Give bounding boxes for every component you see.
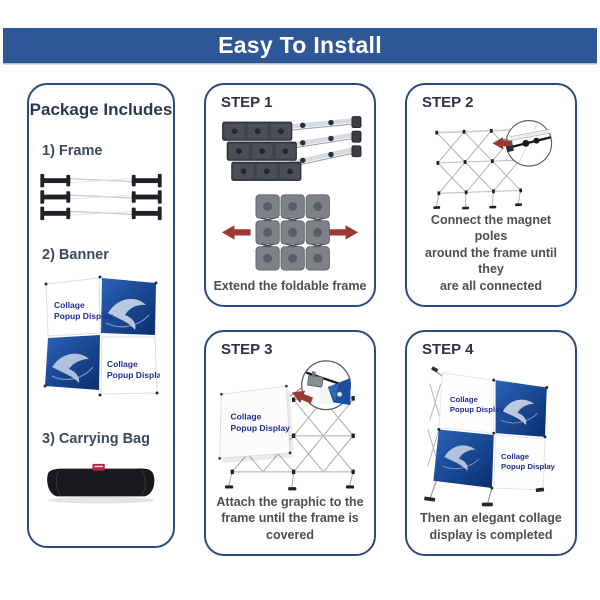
display-text-line2: Popup Display	[107, 370, 160, 380]
attach-graphic-frame-graphic: Collage Popup Display	[218, 360, 355, 491]
title-banner: Easy To Install	[3, 28, 597, 63]
package-includes-panel: Package Includes 1) Frame 2) Banner	[27, 83, 175, 548]
banner-collage-graphic: Collage Popup Display Collage Popup Disp…	[43, 275, 160, 397]
display-text-line2: Popup Display	[54, 311, 113, 321]
bag-tag	[92, 463, 105, 471]
step-2-label: STEP 2	[422, 94, 474, 111]
display-text-line1: Collage	[230, 412, 261, 422]
graphic-panel	[219, 385, 291, 459]
red-arrow-icon	[291, 390, 314, 404]
arrow-right-icon	[329, 225, 359, 240]
step-1-panel: STEP 1	[204, 83, 376, 307]
folded-frame-icon	[40, 173, 162, 221]
step-4-caption: Then an elegant collage display is compl…	[420, 511, 562, 542]
display-text-line2: Popup Display	[450, 405, 505, 414]
arrow-left-icon	[221, 225, 251, 240]
step-3-label: STEP 3	[221, 341, 273, 358]
display-text-line2: Popup Display	[230, 423, 290, 433]
step-2-panel: STEP 2	[405, 83, 577, 307]
step-1-label: STEP 1	[221, 94, 273, 111]
magnifier-inset	[301, 360, 352, 411]
package-title: Package Includes	[29, 100, 173, 119]
step-3-caption: Attach the graphic to the frame until th…	[216, 494, 364, 542]
page-title: Easy To Install	[218, 32, 382, 58]
display-text-line1: Collage	[107, 359, 138, 369]
popup-frame-graphic	[433, 120, 553, 210]
package-item-frame: 1) Frame	[42, 143, 103, 159]
display-text-line2: Popup Display	[501, 462, 556, 471]
completed-display-graphic: Collage Popup Display Collage Popup Disp…	[424, 366, 556, 507]
extend-frame-graphic	[221, 194, 359, 271]
display-text-line1: Collage	[450, 395, 479, 404]
step-2-caption: Connect the magnet poles around the fram…	[425, 212, 557, 293]
step-3-panel: STEP 3	[204, 330, 376, 556]
step-4-label: STEP 4	[422, 341, 474, 358]
carrying-bag-graphic	[47, 463, 155, 504]
package-item-carrying-bag: 3) Carrying Bag	[42, 431, 150, 447]
red-arrow-icon	[492, 137, 513, 150]
step-4-panel: STEP 4 Collage Popup Di	[405, 330, 577, 556]
display-text-line1: Collage	[54, 300, 85, 310]
package-item-banner: 2) Banner	[42, 247, 109, 263]
step-1-caption: Extend the foldable frame	[213, 278, 367, 293]
display-text-line1: Collage	[501, 452, 530, 461]
folded-frame-stack-graphic	[222, 116, 362, 181]
